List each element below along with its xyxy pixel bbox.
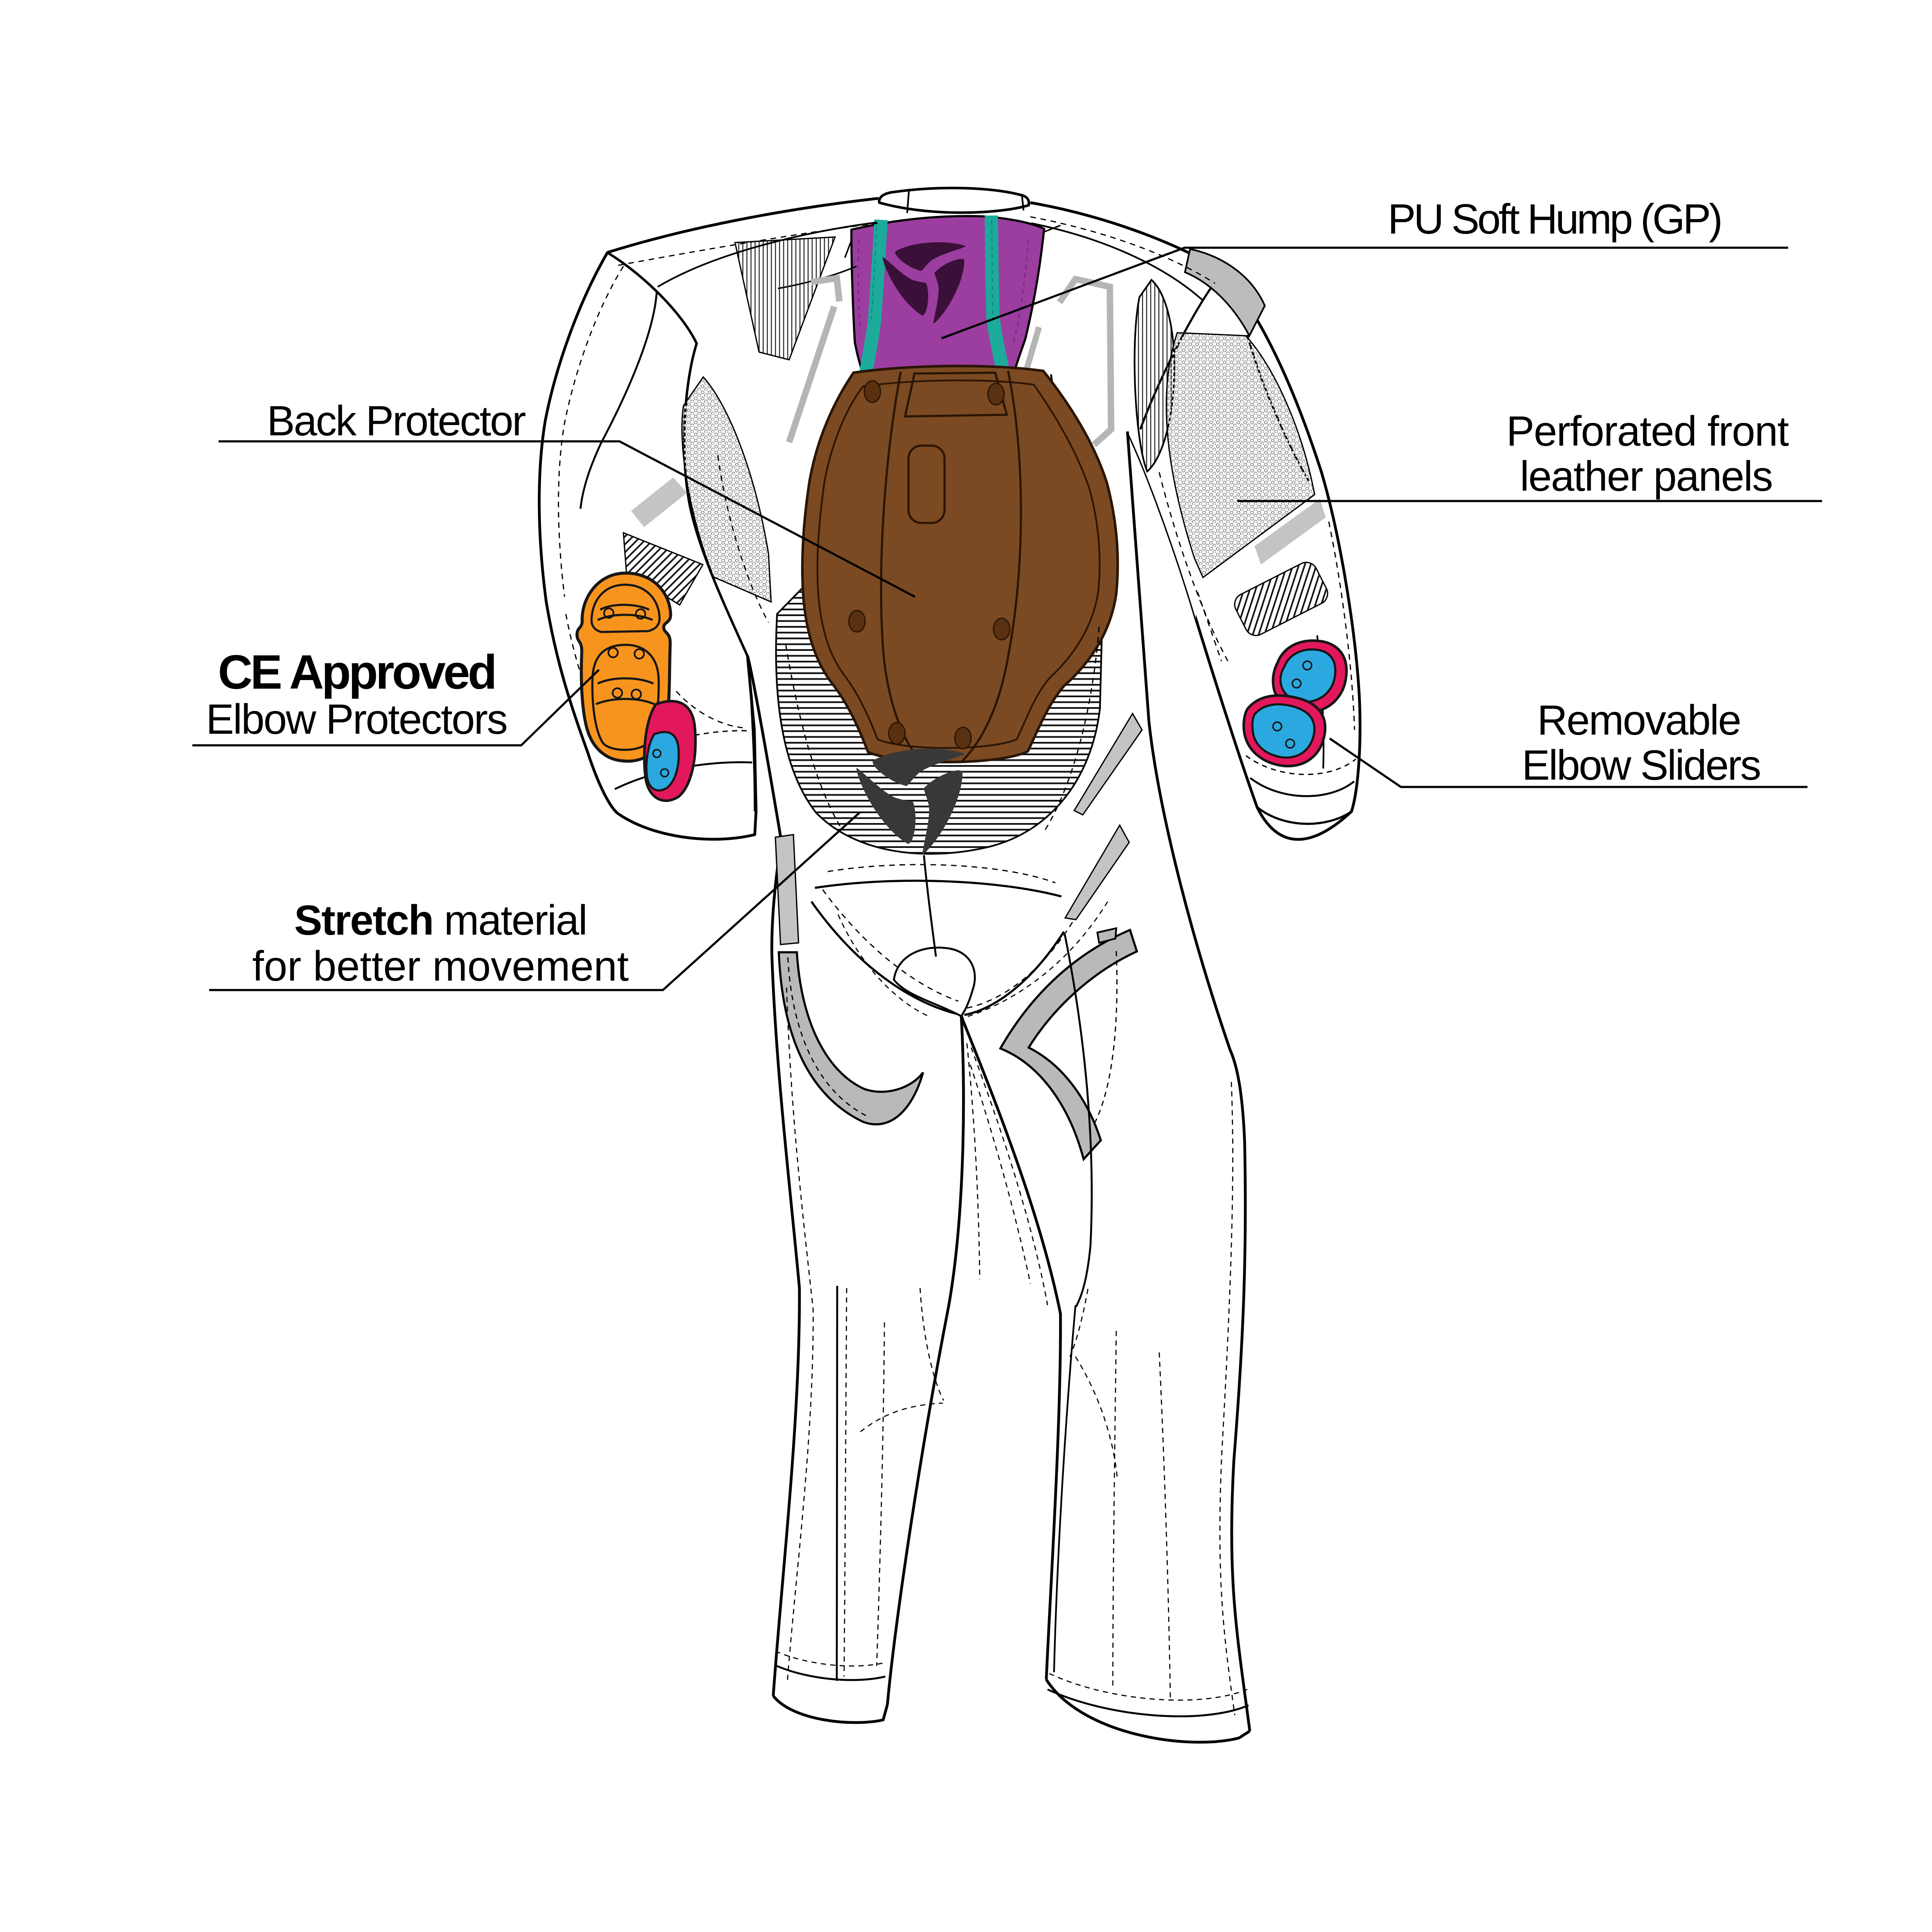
svg-text:Elbow Protectors: Elbow Protectors bbox=[206, 696, 507, 743]
svg-text:Back Protector: Back Protector bbox=[267, 397, 526, 444]
svg-text:CE Approved: CE Approved bbox=[218, 645, 495, 699]
svg-text:Elbow Sliders: Elbow Sliders bbox=[1522, 741, 1760, 789]
svg-text:Removable: Removable bbox=[1537, 696, 1740, 744]
svg-text:leather panels: leather panels bbox=[1520, 453, 1772, 500]
svg-text:for better movement: for better movement bbox=[252, 942, 629, 990]
svg-text:Stretch material: Stretch material bbox=[294, 896, 586, 944]
svg-text:Perforated front: Perforated front bbox=[1507, 407, 1789, 455]
svg-text:PU Soft Hump (GP): PU Soft Hump (GP) bbox=[1388, 195, 1720, 243]
